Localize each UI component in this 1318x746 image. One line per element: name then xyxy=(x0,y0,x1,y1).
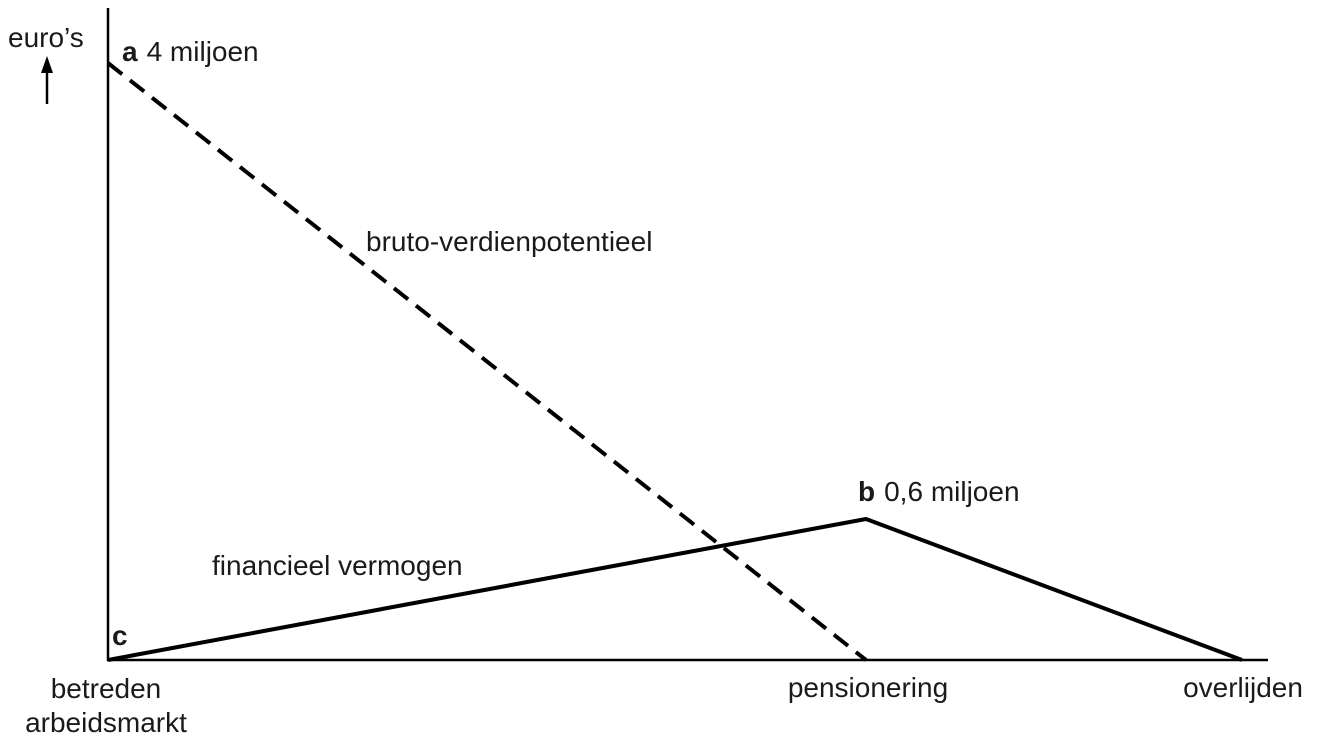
y-axis-arrow-icon xyxy=(41,56,53,104)
y-axis-label: euro’s xyxy=(8,22,84,53)
series-label-bruto-verdienpotentieel: bruto-verdienpotentieel xyxy=(366,226,653,257)
point-c-letter: c xyxy=(112,620,128,651)
x-tick-betreden-line1: betreden xyxy=(50,673,162,704)
series-line-bruto-verdienpotentieel xyxy=(106,61,868,662)
x-tick-pensionering: pensionering xyxy=(787,672,949,703)
x-tick-overlijden: overlijden xyxy=(1183,672,1303,703)
point-b-letter: b xyxy=(858,476,876,507)
point-a-letter: a xyxy=(122,36,138,67)
point-b-value: 0,6 miljoen xyxy=(884,476,1020,507)
x-tick-betreden-arbeidsmarkt: betreden arbeidsmarkt xyxy=(25,672,187,740)
series-label-financieel-vermogen: financieel vermogen xyxy=(212,550,463,581)
point-b-annotation: b 0,6 miljoen xyxy=(858,476,1020,508)
point-a-value: 4 miljoen xyxy=(146,36,259,67)
series-line-financieel-vermogen xyxy=(107,517,1243,662)
point-a-annotation: a 4 miljoen xyxy=(122,36,259,68)
x-tick-betreden-line2: arbeidsmarkt xyxy=(25,707,187,738)
